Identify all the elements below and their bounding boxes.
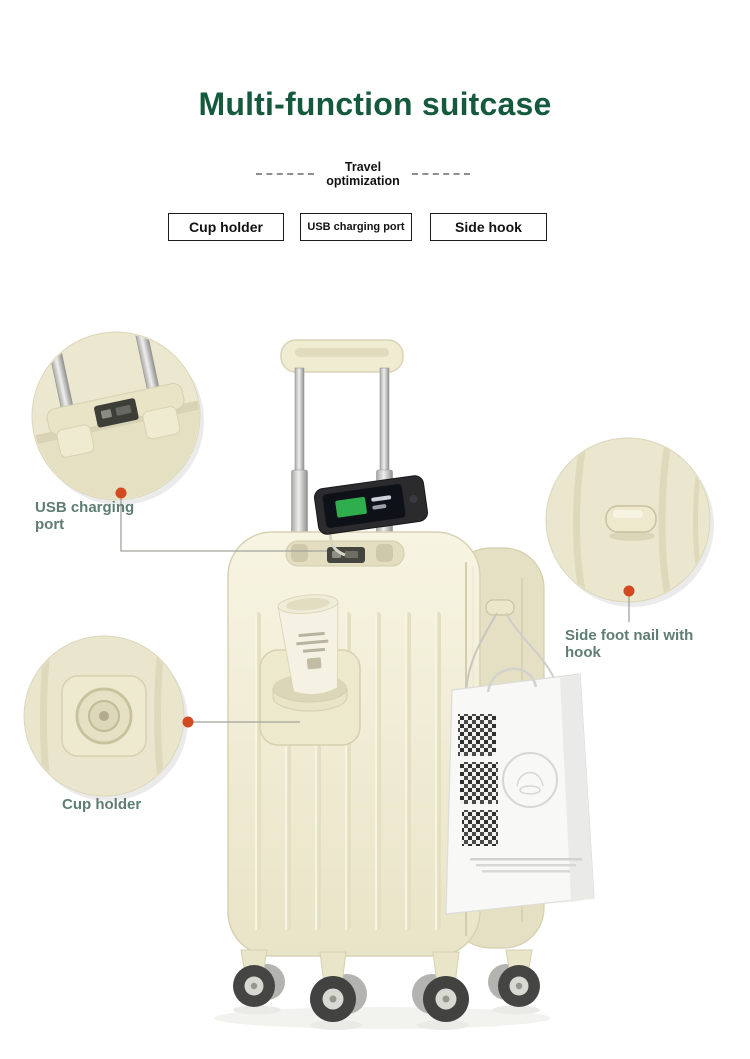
feature-box-usb-charging-port: USB charging port — [300, 213, 412, 241]
usb-detail-circle — [31, 331, 204, 505]
wheel — [233, 949, 285, 1015]
tagline: Travel optimization — [0, 160, 738, 188]
hook-callout-label-line2: hook — [565, 644, 601, 661]
hook-callout-label: Side foot nail with hook — [565, 627, 705, 661]
usb-callout-label-line2: port — [35, 516, 65, 533]
tagline-text: Travel optimization — [326, 160, 400, 188]
side-hook-zoomed — [605, 505, 657, 533]
wheel — [310, 951, 367, 1030]
feature-box-side-hook: Side hook — [430, 213, 547, 241]
hook-callout-dot — [623, 585, 635, 597]
bag-logo — [502, 752, 558, 808]
phone — [313, 475, 429, 535]
side-hook — [485, 599, 515, 616]
bag-strings — [465, 612, 557, 693]
usb-port — [327, 547, 365, 563]
dashed-divider-left — [256, 173, 315, 175]
usb-callout — [115, 487, 327, 552]
phone-camera — [409, 495, 418, 504]
cup-detail-circle — [23, 635, 188, 801]
cup-callout-label: Cup holder — [62, 796, 141, 813]
usb-callout-label-line1: USB charging — [35, 499, 135, 516]
usb-callout-dot — [115, 487, 127, 499]
tagline-line1: Travel — [344, 160, 382, 174]
wheel — [412, 951, 469, 1030]
hook-callout-label-line1: Side foot nail with — [565, 627, 694, 644]
hook-callout — [623, 585, 635, 622]
tagline-line2: optimization — [326, 174, 400, 188]
battery-indicator — [335, 497, 367, 518]
cup-callout — [182, 716, 300, 728]
qr-code — [460, 762, 498, 804]
cup-callout-dot — [182, 716, 194, 728]
cup-callout-label-text: Cup holder — [62, 796, 142, 813]
paper-bag — [445, 667, 595, 915]
cup-holder — [259, 594, 361, 746]
usb-callout-label: USB charging port — [35, 499, 134, 533]
hook-detail-circle — [545, 437, 714, 607]
suitcase-front — [227, 531, 481, 957]
qr-code — [462, 810, 498, 846]
qr-code — [458, 714, 496, 756]
wheel — [488, 949, 540, 1015]
dashed-divider-right — [411, 173, 470, 175]
feature-box-cup-holder: Cup holder — [168, 213, 284, 241]
cup — [277, 594, 339, 696]
page-title: Multi-function suitcase — [198, 86, 552, 122]
